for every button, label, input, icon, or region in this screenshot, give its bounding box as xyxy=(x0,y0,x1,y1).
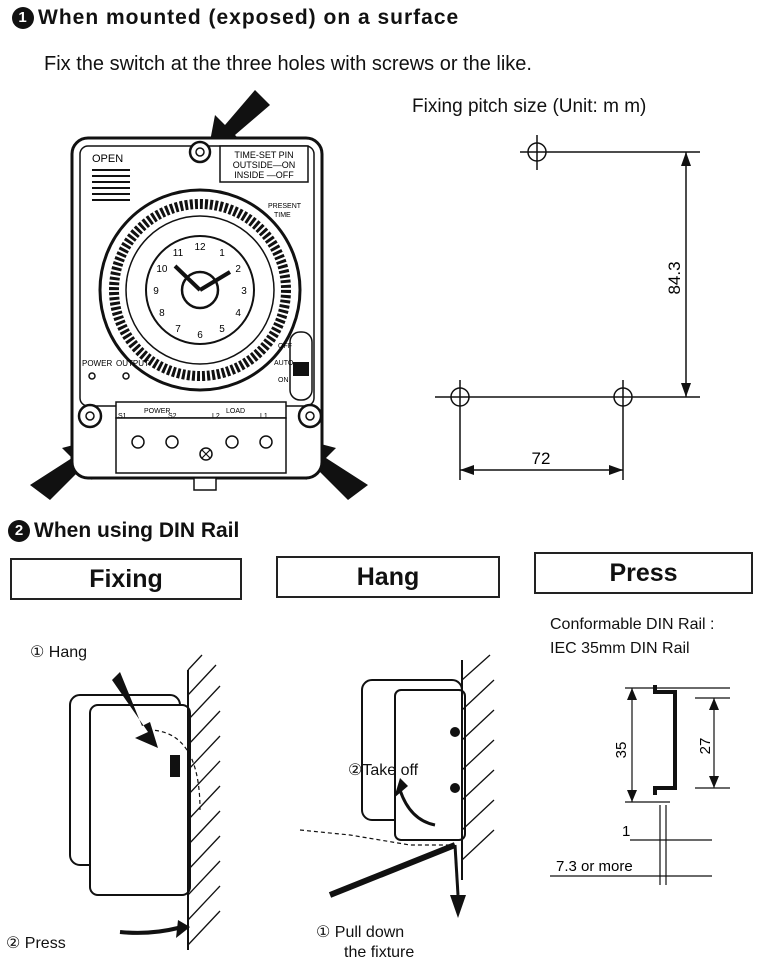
din-rail-diagram: 35 27 1 7.3 or more xyxy=(550,685,730,885)
terminal-s2: S2 xyxy=(168,413,177,420)
power-terminal-label: POWER xyxy=(144,408,170,415)
switch-off: OFF xyxy=(278,343,292,350)
takeoff-arrow-icon xyxy=(394,778,408,798)
dial-hour-9: 9 xyxy=(153,286,159,297)
section1-instruction: Fix the switch at the three holes with s… xyxy=(44,53,532,75)
hang-illustration xyxy=(299,654,495,918)
step-press: ② Press xyxy=(6,935,66,952)
dial-hour-12: 12 xyxy=(194,242,206,253)
device-illustration: OPEN TIME-SET PIN OUTSIDE—ON INSIDE —OFF… xyxy=(30,90,368,500)
section1-title-text: When mounted (exposed) on a surface xyxy=(38,6,460,29)
fixing-illustration xyxy=(69,654,221,950)
dim-vertical: 84.3 xyxy=(665,261,684,294)
terminal-s1: S1 xyxy=(118,413,127,420)
conformable-line1: Conformable DIN Rail : xyxy=(550,616,715,633)
pull-down-arrow-icon xyxy=(450,895,466,918)
terminal-l2: L2 xyxy=(212,413,220,420)
load-terminal-label: LOAD xyxy=(226,408,245,415)
pin-line2: OUTSIDE—ON xyxy=(233,160,296,170)
power-led xyxy=(88,372,96,380)
tab-fixing: Fixing xyxy=(10,558,242,600)
step-pull1: ① Pull down xyxy=(316,924,405,941)
pin-line3: INSIDE —OFF xyxy=(234,170,294,180)
rail-35: 35 xyxy=(613,742,630,759)
terminal-l1: L1 xyxy=(260,413,268,420)
pin-line1: TIME-SET PIN xyxy=(234,150,293,160)
dial-hour-10: 10 xyxy=(156,264,168,275)
rail-27: 27 xyxy=(697,738,714,755)
switch-auto: AUTO xyxy=(274,360,294,367)
dial-hour-5: 5 xyxy=(219,324,225,335)
section2-number: 2 xyxy=(8,520,30,542)
dial-hour-4: 4 xyxy=(235,308,241,319)
rail-73: 7.3 or more xyxy=(556,858,633,875)
section1-number: 1 xyxy=(12,7,34,29)
dial-hour-8: 8 xyxy=(159,308,165,319)
conformable-line2: IEC 35mm DIN Rail xyxy=(550,640,690,657)
output-indicator-label: OUTPUT xyxy=(116,359,149,368)
dial xyxy=(98,188,302,392)
time-label: TIME xyxy=(274,212,291,219)
device-open: OPEN xyxy=(92,153,123,165)
section2-title-text: When using DIN Rail xyxy=(34,519,240,542)
dim-horizontal: 72 xyxy=(532,449,551,468)
tab-press: Press xyxy=(534,552,753,594)
step-hang: ① Hang xyxy=(30,644,88,661)
power-indicator-label: POWER xyxy=(82,359,112,368)
step-takeoff: ②Take off xyxy=(348,762,419,779)
tab-hang: Hang xyxy=(276,556,500,598)
dial-hour-7: 7 xyxy=(175,324,181,335)
dial-hour-6: 6 xyxy=(197,330,203,341)
dial-hour-11: 11 xyxy=(173,248,184,259)
output-led xyxy=(122,372,130,380)
switch-on: ON xyxy=(278,377,289,384)
rail-1: 1 xyxy=(622,823,630,840)
dial-hour-1: 1 xyxy=(219,248,225,259)
pitch-title: Fixing pitch size (Unit: m m) xyxy=(412,96,647,117)
press-arrow-icon xyxy=(176,920,190,938)
dial-hour-3: 3 xyxy=(241,286,247,297)
step-pull2: the fixture xyxy=(344,944,415,961)
pitch-diagram: 84.3 72 xyxy=(435,135,700,480)
hang-arrow-icon xyxy=(112,672,158,748)
present-label: PRESENT xyxy=(268,203,302,210)
dial-hour-2: 2 xyxy=(235,264,241,275)
